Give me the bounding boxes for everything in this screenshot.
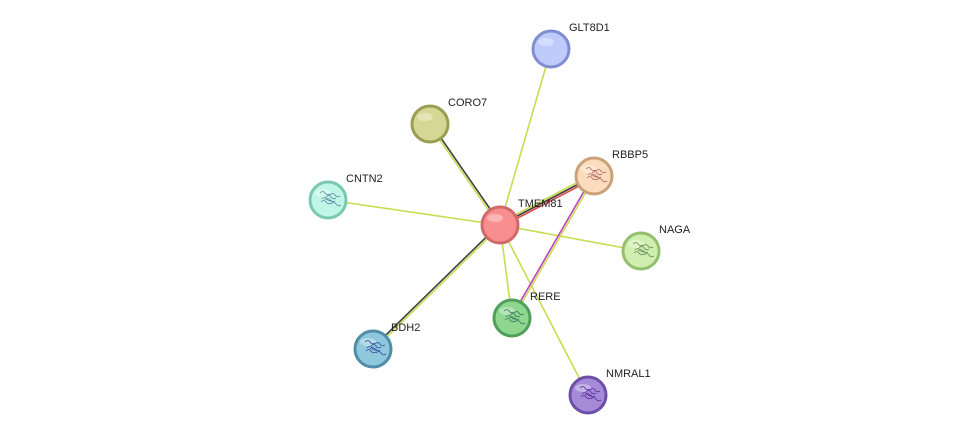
edge-evidence-line (428, 124, 500, 227)
node-circle[interactable] (308, 180, 348, 220)
edge-tmem81-cntn2[interactable] (327, 199, 501, 226)
node-tmem81[interactable]: TMEM81 (480, 198, 563, 245)
edge-evidence-line (510, 175, 594, 318)
node-cntn2[interactable]: CNTN2 (308, 173, 383, 220)
node-label: CNTN2 (346, 173, 383, 185)
edge-tmem81-naga[interactable] (499, 224, 642, 252)
node-circle[interactable] (531, 29, 571, 69)
edge-evidence-line (499, 224, 642, 252)
node-circle[interactable] (621, 231, 661, 271)
edge-evidence-line (371, 223, 500, 349)
node-bdh2[interactable]: BDH2 (353, 322, 420, 369)
node-coro7[interactable]: CORO7 (410, 97, 487, 144)
edge-evidence-line (499, 48, 552, 226)
node-rbbp5[interactable]: RBBP5 (574, 149, 648, 196)
edge-tmem81-nmral1[interactable] (499, 224, 589, 396)
node-label: CORO7 (448, 97, 487, 109)
node-label: RBBP5 (612, 149, 648, 161)
edge-evidence-line (373, 225, 502, 351)
edge-tmem81-bdh2[interactable] (371, 223, 502, 351)
node-naga[interactable]: NAGA (621, 224, 691, 271)
node-nmral1[interactable]: NMRAL1 (568, 368, 651, 415)
node-label: NMRAL1 (606, 368, 651, 380)
node-circle[interactable] (480, 205, 520, 245)
node-circle[interactable] (492, 298, 532, 338)
edge-evidence-line (512, 176, 596, 319)
edge-tmem81-glt8d1[interactable] (499, 48, 552, 226)
node-label: BDH2 (391, 322, 420, 334)
node-circle[interactable] (574, 156, 614, 196)
edge-evidence-line (499, 224, 589, 396)
node-circle[interactable] (353, 329, 393, 369)
node-label: TMEM81 (518, 198, 563, 210)
node-rere[interactable]: RERE (492, 291, 561, 338)
node-label: RERE (530, 291, 561, 303)
node-circle[interactable] (568, 375, 608, 415)
edge-evidence-line (430, 122, 502, 225)
node-label: GLT8D1 (569, 22, 610, 34)
edge-rbbp5-rere[interactable] (510, 175, 596, 319)
edge-tmem81-coro7[interactable] (428, 122, 502, 227)
node-glt8d1[interactable]: GLT8D1 (531, 22, 610, 69)
edge-evidence-line (327, 199, 501, 226)
node-circle[interactable] (410, 104, 450, 144)
node-label: NAGA (659, 224, 691, 236)
